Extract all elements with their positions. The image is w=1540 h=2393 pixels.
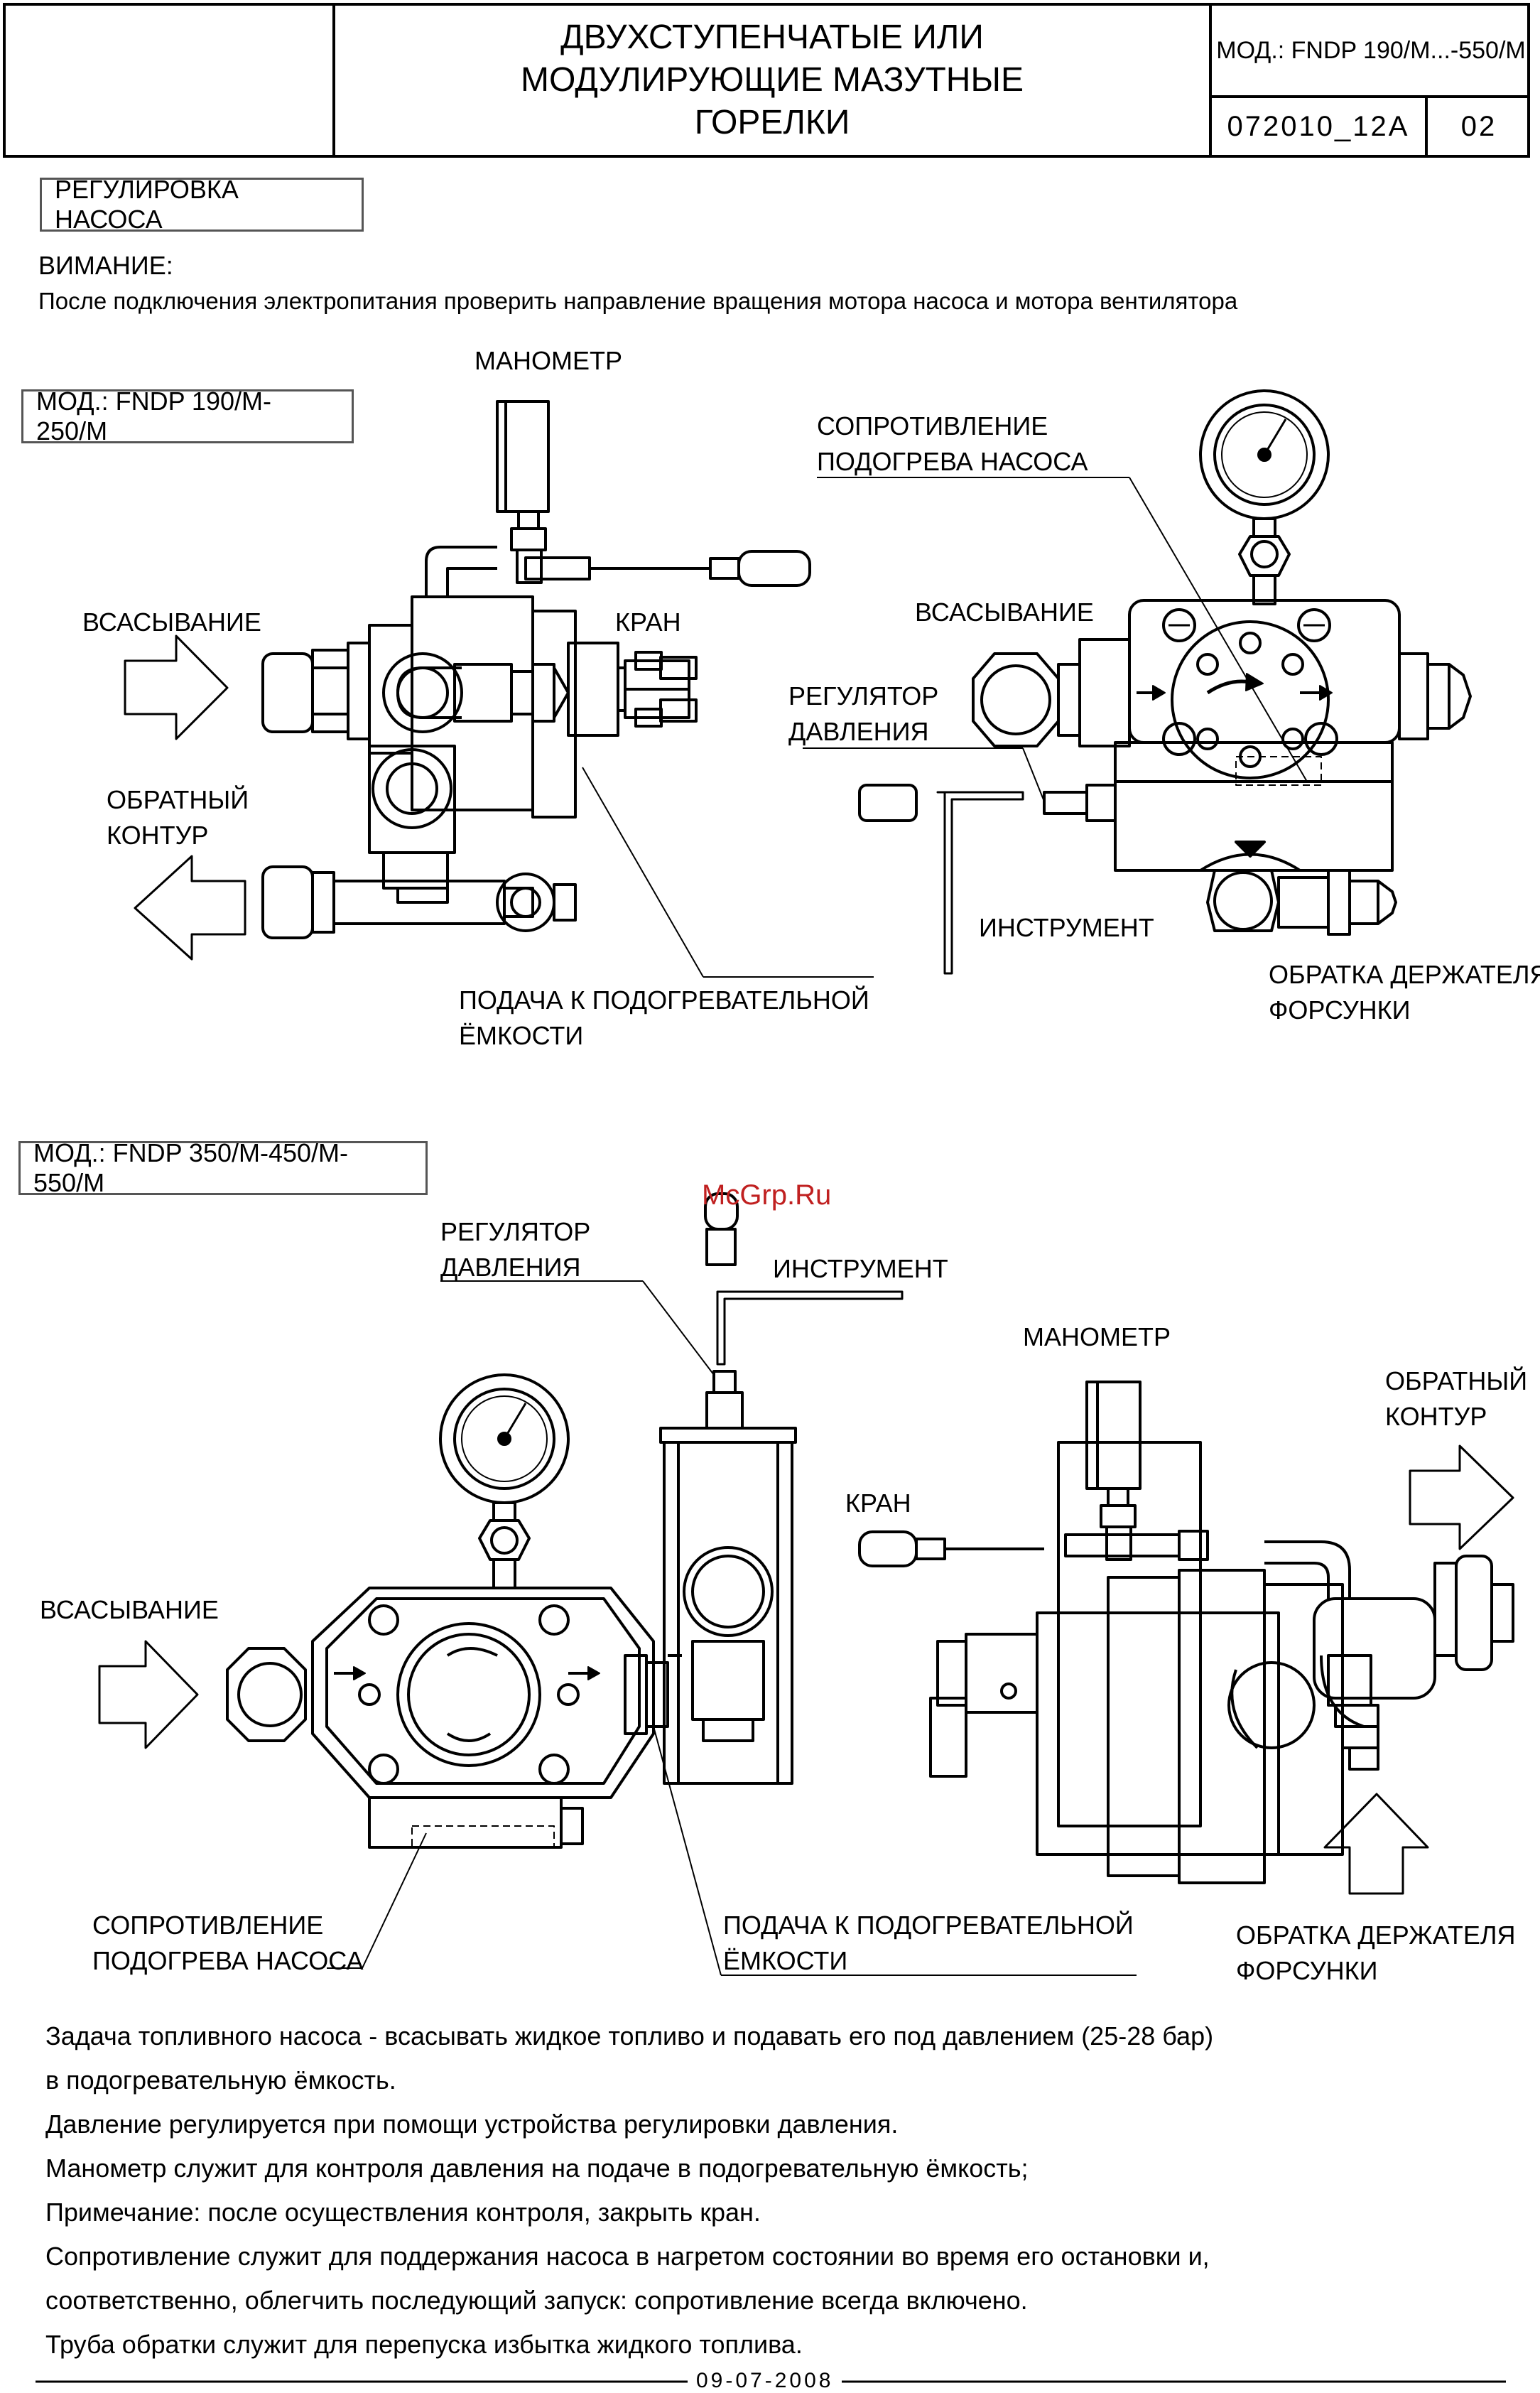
label-tool-1: ИНСТРУМЕНТ <box>979 913 1154 942</box>
label-nozzle-return-1b: ФОРСУНКИ <box>1269 995 1411 1025</box>
label-suction-1r: ВСАСЫВАНИЕ <box>915 598 1094 627</box>
label-suction-1: ВСАСЫВАНИЕ <box>82 607 261 637</box>
label-valve-2: КРАН <box>845 1489 911 1518</box>
label-feed-1b: ЁМКОСТИ <box>459 1021 584 1050</box>
footer-date: 09-07-2008 <box>688 2369 842 2393</box>
description-line: Труба обратки служит для перепуска избыт… <box>45 2330 803 2359</box>
label-heater-2a: СОПРОТИВЛЕНИЕ <box>92 1911 324 1940</box>
label-return-1a: ОБРАТНЫЙ <box>107 785 249 814</box>
label-valve-1: КРАН <box>615 607 681 637</box>
label-heater-2b: ПОДОГРЕВА НАСОСА <box>92 1946 364 1975</box>
description-line: Задача топливного насоса - всасывать жид… <box>45 2021 1214 2051</box>
label-regulator-1b: ДАВЛЕНИЯ <box>788 717 929 746</box>
label-return-2b: КОНТУР <box>1385 1402 1487 1431</box>
label-nozzle-return-2b: ФОРСУНКИ <box>1236 1956 1378 1985</box>
pump-drawing-left-2 <box>226 1192 1137 1976</box>
doc-number-cell: 072010_12A <box>1212 98 1428 155</box>
pump-drawing-left-1 <box>261 400 874 978</box>
title-block: ДВУХСТУПЕНЧАТЫЕ ИЛИ МОДУЛИРУЮЩИЕ МАЗУТНЫ… <box>3 3 1530 158</box>
label-tool-2: ИНСТРУМЕНТ <box>773 1254 948 1283</box>
return-arrow-2 <box>1409 1444 1514 1550</box>
label-return-2a: ОБРАТНЫЙ <box>1385 1366 1528 1395</box>
pump-drawing-right-2 <box>858 1381 1514 1884</box>
label-feed-2b: ЁМКОСТИ <box>723 1946 848 1975</box>
model-cell: МОД.: FNDP 190/M...-550/M <box>1212 6 1530 98</box>
description-line: Манометр служит для контроля давления на… <box>45 2154 1029 2183</box>
label-feed-2a: ПОДАЧА К ПОДОГРЕВАТЕЛЬНОЙ <box>723 1911 1134 1940</box>
description-line: в подогревательную ёмкость. <box>45 2065 396 2095</box>
title-line: ГОРЕЛКИ <box>694 104 850 141</box>
logo-cell <box>6 6 335 155</box>
label-regulator-2b: ДАВЛЕНИЯ <box>440 1253 581 1282</box>
model-label-1: МОД.: FNDP 190/M-250/M <box>21 387 354 445</box>
label-return-1b: КОНТУР <box>107 821 209 850</box>
suction-arrow-2 <box>98 1640 199 1749</box>
title-line: МОДУЛИРУЮЩИЕ МАЗУТНЫЕ <box>521 61 1024 99</box>
warning-title: ВИМАНИЕ: <box>38 251 173 280</box>
description-line: Примечание: после осуществления контроля… <box>45 2198 761 2227</box>
model-label-2: МОД.: FNDP 350/M-450/M-550/M <box>18 1138 428 1197</box>
label-nozzle-return-2a: ОБРАТКА ДЕРЖАТЕЛЯ <box>1236 1921 1516 1950</box>
label-heater-1a: СОПРОТИВЛЕНИЕ <box>817 411 1048 441</box>
title-block-right: МОД.: FNDP 190/M...-550/M 072010_12A 02 <box>1209 6 1530 155</box>
label-feed-1a: ПОДАЧА К ПОДОГРЕВАТЕЛЬНОЙ <box>459 985 869 1015</box>
label-manometer-1: МАНОМЕТР <box>475 346 623 375</box>
watermark: McGrp.Ru <box>702 1179 832 1211</box>
pump-drawing-right-1 <box>803 389 1472 975</box>
label-nozzle-return-1a: ОБРАТКА ДЕРЖАТЕЛЯ <box>1269 960 1540 989</box>
warning-text: После подключения электропитания провери… <box>38 288 1238 314</box>
description-line: Сопротивление служит для поддержания нас… <box>45 2242 1210 2271</box>
return-arrow-1 <box>134 855 246 961</box>
page-number-cell: 02 <box>1460 110 1497 142</box>
label-suction-2: ВСАСЫВАНИЕ <box>40 1595 219 1624</box>
title-line: ДВУХСТУПЕНЧАТЫЕ ИЛИ <box>560 18 984 56</box>
nozzle-return-arrow-2 <box>1323 1793 1429 1895</box>
description-line: соответственно, облегчить последующий за… <box>45 2286 1028 2315</box>
section-title: РЕГУЛИРОВКА НАСОСА <box>40 175 364 234</box>
label-heater-1b: ПОДОГРЕВА НАСОСА <box>817 447 1088 476</box>
description-line: Давление регулируется при помощи устройс… <box>45 2110 899 2139</box>
suction-arrow-1 <box>124 634 229 740</box>
document-title: ДВУХСТУПЕНЧАТЫЕ ИЛИ МОДУЛИРУЮЩИЕ МАЗУТНЫ… <box>335 6 1209 155</box>
label-regulator-1a: РЕГУЛЯТОР <box>788 681 939 711</box>
label-regulator-2a: РЕГУЛЯТОР <box>440 1217 591 1246</box>
label-manometer-2: МАНОМЕТР <box>1023 1322 1171 1351</box>
